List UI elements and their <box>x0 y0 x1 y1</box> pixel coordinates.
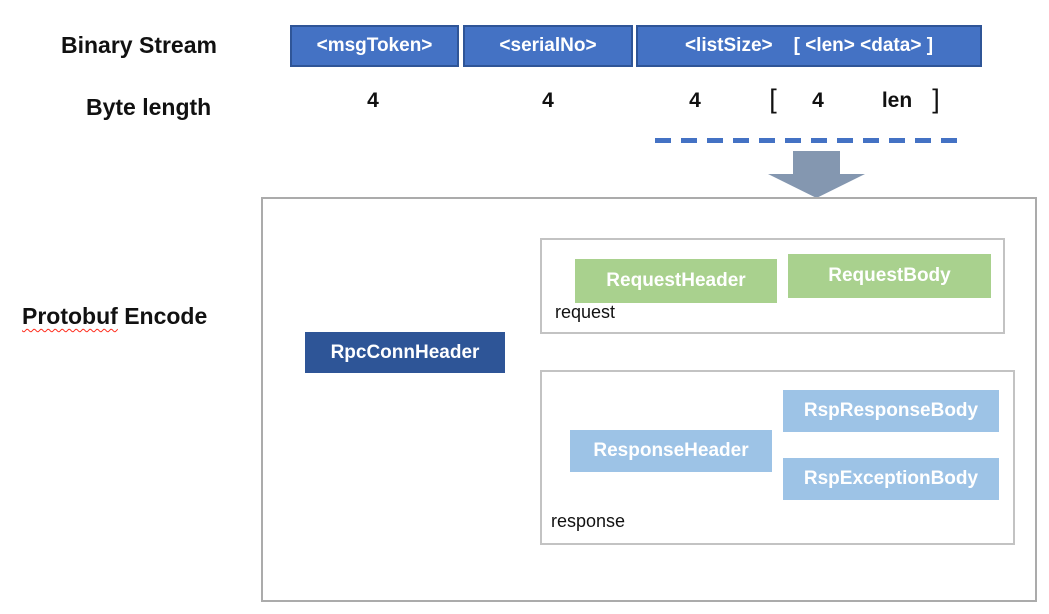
request-header-block: RequestHeader <box>575 259 777 303</box>
dashed-separator-line <box>655 138 963 143</box>
segment-serial-no: <serialNo> <box>463 25 633 67</box>
rsp-response-body-block: RspResponseBody <box>783 390 999 432</box>
byte-length-row-label: Byte length <box>86 94 212 120</box>
byte-length-msg-token: 4 <box>367 89 379 112</box>
segment-serial-no-label: <serialNo> <box>499 35 597 56</box>
byte-length-serial-no: 4 <box>542 89 554 112</box>
response-group-label: response <box>551 511 626 531</box>
protobuf-word: Protobuf <box>22 303 118 329</box>
rsp-exception-body-block: RspExceptionBody <box>783 458 999 500</box>
request-group-box: RequestHeader RequestBody request <box>540 238 1005 334</box>
byte-length-data: len <box>881 89 913 112</box>
byte-length-bracket-close: ] <box>932 84 940 114</box>
segment-msg-token: <msgToken> <box>290 25 459 67</box>
rpc-conn-header-block: RpcConnHeader <box>305 332 505 373</box>
request-header-label: RequestHeader <box>606 270 746 291</box>
response-header-label: ResponseHeader <box>593 440 749 461</box>
encode-word: Encode <box>124 303 208 329</box>
rsp-response-body-label: RspResponseBody <box>803 400 979 421</box>
response-group-box: RspResponseBody ResponseHeader RspExcept… <box>540 370 1015 545</box>
request-body-label: RequestBody <box>828 265 951 286</box>
segment-msg-token-label: <msgToken> <box>316 35 433 56</box>
rsp-exception-body-label: RspExceptionBody <box>803 468 979 489</box>
segment-list-items-label: [ <len> <data> ] <box>793 35 934 56</box>
byte-length-list-size: 4 <box>689 89 701 112</box>
binary-stream-row-label: Binary Stream <box>61 32 217 58</box>
protobuf-encode-container <box>261 197 1037 602</box>
segment-list-size: <listSize> [ <len> <data> ] <box>636 25 982 67</box>
segment-list-size-label: <listSize> <box>684 35 773 56</box>
byte-length-len: 4 <box>812 89 824 112</box>
down-arrow-icon <box>768 151 865 198</box>
byte-length-bracket-open: [ <box>769 84 777 114</box>
request-group-label: request <box>555 302 616 322</box>
rpc-conn-header-label: RpcConnHeader <box>330 341 480 363</box>
response-header-block: ResponseHeader <box>570 430 772 472</box>
protobuf-encode-row-label: Protobuf Encode <box>22 303 207 330</box>
request-body-block: RequestBody <box>788 254 991 298</box>
